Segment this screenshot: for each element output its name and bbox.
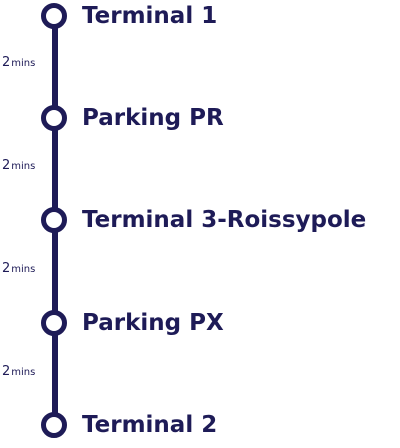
stop-marker-parking-px: [41, 310, 67, 336]
stop-label-terminal-2: Terminal 2: [82, 412, 218, 438]
duration-label: 2mins: [2, 259, 35, 278]
duration-unit: mins: [11, 161, 36, 172]
stop-marker-terminal-1: [41, 3, 67, 29]
duration-value: 2: [2, 55, 11, 70]
stop-marker-terminal-3-roissypole: [41, 207, 67, 233]
duration-label: 2mins: [2, 53, 35, 72]
duration-label: 2mins: [2, 156, 35, 175]
stop-marker-terminal-2: [41, 412, 67, 438]
stop-label-terminal-1: Terminal 1: [82, 3, 218, 29]
duration-value: 2: [2, 158, 11, 173]
stop-marker-parking-pr: [41, 105, 67, 131]
duration-value: 2: [2, 261, 11, 276]
duration-unit: mins: [11, 58, 36, 69]
duration-label: 2mins: [2, 362, 35, 381]
duration-unit: mins: [11, 367, 36, 378]
stop-label-terminal-3-roissypole: Terminal 3-Roissypole: [82, 207, 367, 233]
stop-label-parking-pr: Parking PR: [82, 105, 224, 131]
stop-label-parking-px: Parking PX: [82, 310, 224, 336]
duration-value: 2: [2, 364, 11, 379]
duration-unit: mins: [11, 264, 36, 275]
